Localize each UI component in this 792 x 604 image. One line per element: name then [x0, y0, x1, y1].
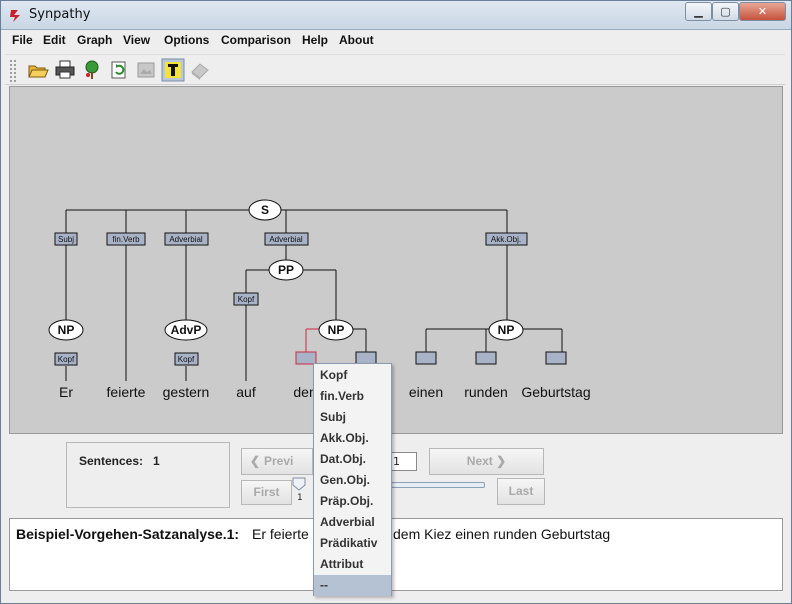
slider-min-label: 1	[297, 493, 303, 503]
word-gestern[interactable]: gestern	[163, 384, 210, 400]
popup-item-finverb[interactable]: fin.Verb	[320, 389, 365, 403]
tree-icon[interactable]	[80, 58, 104, 82]
edge-label-empty[interactable]	[415, 351, 437, 365]
node-np-pp[interactable]: NP	[328, 323, 345, 337]
open-folder-icon[interactable]	[26, 58, 50, 82]
node-pp[interactable]: PP	[278, 263, 294, 277]
next-button[interactable]: Next ❯	[429, 448, 544, 475]
popup-item-akkobj[interactable]: Akk.Obj.	[320, 431, 369, 445]
popup-item-attribut[interactable]: Attribut	[320, 557, 364, 571]
word-er[interactable]: Er	[59, 384, 73, 400]
menu-edit[interactable]: Edit	[43, 33, 66, 47]
menu-about[interactable]: About	[339, 33, 374, 47]
minimize-button[interactable]: ▁	[685, 2, 712, 21]
maximize-button[interactable]: ▢	[712, 2, 739, 21]
edge-label-kopf-advp[interactable]: Kopf	[178, 355, 195, 364]
popup-item-none[interactable]: --	[314, 575, 391, 596]
edge-label-subj[interactable]: Subj	[58, 235, 74, 244]
word-feierte[interactable]: feierte	[107, 384, 146, 400]
popup-item-adverbial[interactable]: Adverbial	[320, 515, 375, 529]
sentences-panel: Sentences: 1	[66, 442, 230, 508]
node-s[interactable]: S	[261, 203, 269, 217]
sentence-text-start: Er feierte	[252, 526, 309, 542]
popup-item-kopf[interactable]: Kopf	[320, 368, 348, 382]
menu-graph[interactable]: Graph	[77, 33, 113, 47]
edge-label-empty[interactable]	[475, 351, 497, 365]
word-geburtstag[interactable]: Geburtstag	[521, 384, 590, 400]
toolbar	[5, 54, 785, 85]
page-number-field[interactable]: 1	[389, 452, 417, 471]
image-icon[interactable]	[134, 58, 158, 82]
edge-label-adverbial-1[interactable]: Adverbial	[169, 235, 203, 244]
menu-comparison[interactable]: Comparison	[221, 33, 292, 47]
edge-label-empty-selected[interactable]	[295, 351, 317, 365]
syntax-tree: Subj fin.Verb Adverbial Adverbial Akk.Ob…	[48, 199, 591, 400]
menu-bar: File Edit Graph View Options Comparison …	[5, 31, 787, 52]
eraser-icon[interactable]	[188, 58, 212, 82]
edge-label-finverb[interactable]: fin.Verb	[112, 235, 140, 244]
menu-file[interactable]: File	[12, 33, 33, 47]
close-button[interactable]: ✕	[739, 2, 786, 21]
previous-button[interactable]: ❮ Previ	[241, 448, 313, 475]
sentence-slider-thumb[interactable]	[292, 477, 306, 491]
sentences-count: 1	[153, 454, 160, 468]
word-runden[interactable]: runden	[464, 384, 508, 400]
node-np-er[interactable]: NP	[58, 323, 75, 337]
menu-options[interactable]: Options	[164, 33, 210, 47]
synpathy-logo-icon	[10, 10, 20, 22]
title-bar: Synpathy ▁ ▢ ✕	[1, 1, 791, 30]
node-advp[interactable]: AdvP	[171, 323, 202, 337]
refresh-icon[interactable]	[107, 58, 131, 82]
word-einen[interactable]: einen	[409, 384, 443, 400]
previous-label: Previ	[264, 454, 294, 468]
popup-item-praepobj[interactable]: Präp.Obj.	[320, 494, 374, 508]
first-button[interactable]: First	[241, 480, 292, 505]
chevron-left-icon: ❮	[250, 454, 261, 468]
toolbar-grip[interactable]	[9, 59, 17, 83]
sentences-label: Sentences:	[79, 454, 144, 468]
edge-label-kopf-pp[interactable]: Kopf	[238, 295, 255, 304]
node-np-obj[interactable]: NP	[498, 323, 515, 337]
word-auf[interactable]: auf	[236, 384, 256, 400]
text-toggle-icon[interactable]	[161, 58, 185, 82]
popup-item-datobj[interactable]: Dat.Obj.	[320, 452, 367, 466]
edge-label-popup-menu: Kopf fin.Verb Subj Akk.Obj. Dat.Obj. Gen…	[313, 363, 392, 596]
sentence-text-end: dem Kiez einen runden Geburtstag	[393, 526, 611, 542]
popup-item-praedikativ[interactable]: Prädikativ	[320, 536, 378, 550]
syntax-tree-canvas[interactable]: Subj fin.Verb Adverbial Adverbial Akk.Ob…	[9, 86, 783, 434]
chevron-right-icon: ❯	[496, 454, 507, 468]
edge-label-akkobj[interactable]: Akk.Obj.	[491, 235, 521, 244]
last-button[interactable]: Last	[497, 478, 545, 505]
edge-label-empty[interactable]	[545, 351, 567, 365]
sentence-slider-track[interactable]	[391, 482, 485, 488]
print-icon[interactable]	[53, 58, 77, 82]
sentence-text-area[interactable]: Beispiel-Vorgehen-Satzanalyse.1: Er feie…	[9, 518, 783, 591]
sentence-id-label: Beispiel-Vorgehen-Satzanalyse.1:	[16, 526, 240, 542]
window-title: Synpathy	[29, 7, 91, 22]
edge-label-kopf-np[interactable]: Kopf	[58, 355, 75, 364]
next-label: Next	[466, 454, 493, 468]
popup-item-subj[interactable]: Subj	[320, 410, 346, 424]
menu-view[interactable]: View	[123, 33, 151, 47]
menu-help[interactable]: Help	[302, 33, 329, 47]
edge-label-adverbial-2[interactable]: Adverbial	[269, 235, 303, 244]
popup-item-genobj[interactable]: Gen.Obj.	[320, 473, 371, 487]
